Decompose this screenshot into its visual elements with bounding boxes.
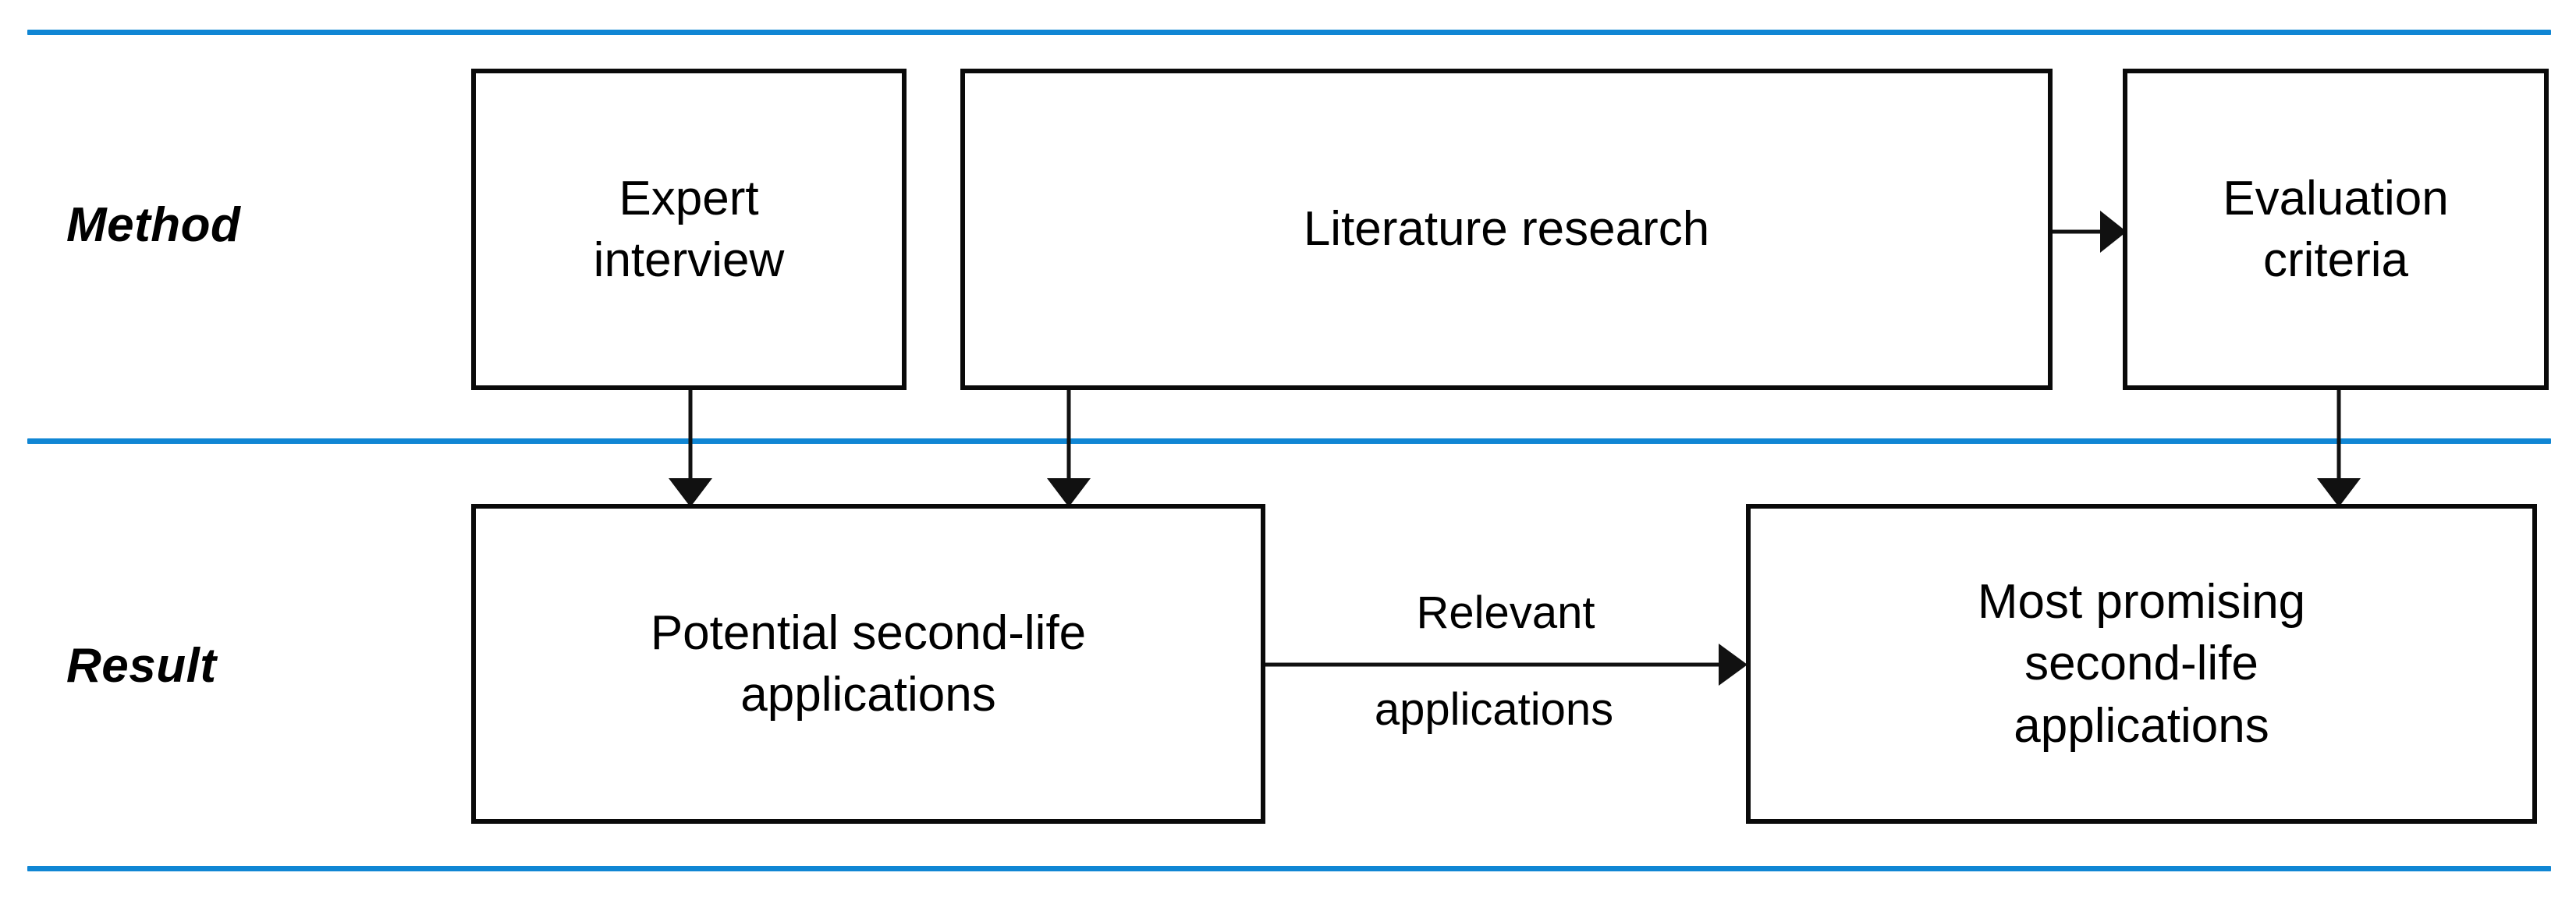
box-most-promising-line3: applications bbox=[2014, 698, 2269, 753]
separator-line-bottom bbox=[27, 866, 2551, 871]
box-expert-interview-line2: interview bbox=[593, 233, 785, 287]
box-evaluation-criteria-line2: criteria bbox=[2262, 233, 2408, 287]
box-most-promising-line1: Most promising bbox=[1977, 574, 2306, 629]
box-potential-second-life-applications[interactable]: Potential second-life applications bbox=[471, 504, 1265, 824]
edge-literature-to-potential bbox=[1047, 390, 1091, 507]
box-expert-interview-line1: Expert bbox=[619, 171, 759, 225]
box-expert-interview[interactable]: Expert interview bbox=[471, 69, 907, 390]
edge-label-relevant: Relevant bbox=[1416, 587, 1595, 638]
separator-line-top bbox=[27, 30, 2551, 35]
box-potential-apps-line2: applications bbox=[740, 668, 996, 722]
box-potential-apps-line1: Potential second-life bbox=[650, 605, 1087, 660]
edge-literature-to-evaluation bbox=[2053, 211, 2127, 253]
edge-evaluation-to-promising bbox=[2317, 390, 2361, 507]
box-literature-research[interactable]: Literature research bbox=[960, 69, 2053, 390]
box-literature-research-line1: Literature research bbox=[1303, 202, 1710, 257]
box-most-promising-second-life-applications[interactable]: Most promising second-life applications bbox=[1746, 504, 2537, 824]
separator-line-middle bbox=[27, 438, 2551, 444]
box-evaluation-criteria-line1: Evaluation bbox=[2223, 171, 2449, 225]
edge-potential-to-promising bbox=[1265, 644, 1747, 686]
row-label-result: Result bbox=[66, 639, 217, 693]
edge-expert-to-potential bbox=[669, 390, 712, 507]
edge-label-applications: applications bbox=[1374, 684, 1614, 735]
box-evaluation-criteria[interactable]: Evaluation criteria bbox=[2123, 69, 2549, 390]
row-label-method: Method bbox=[66, 198, 241, 252]
box-most-promising-line2: second-life bbox=[2024, 637, 2258, 691]
